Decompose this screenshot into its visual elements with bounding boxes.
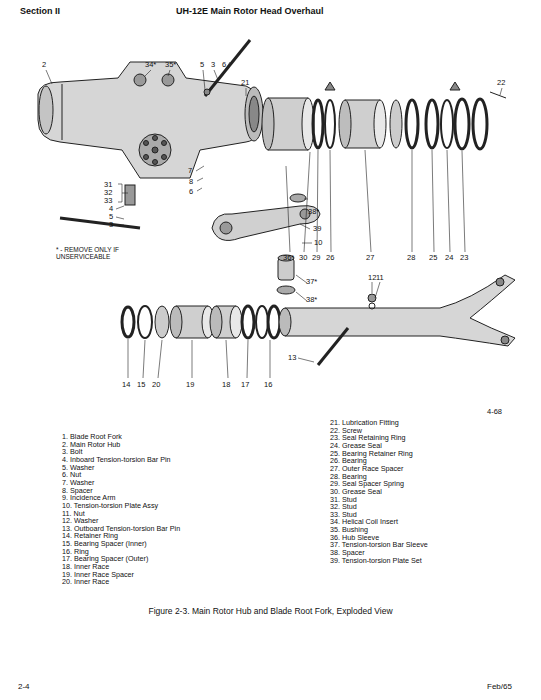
parts-list-entry: 23. Seal Retaining Ring xyxy=(330,434,406,441)
callout-number: 32 xyxy=(104,189,112,197)
figure-caption: Figure 2-3. Main Rotor Hub and Blade Roo… xyxy=(0,607,541,616)
callout-number: 2 xyxy=(42,61,46,69)
parts-list-entry: 22. Screw xyxy=(330,427,362,434)
parts-list-entry: 32. Stud xyxy=(330,503,357,510)
callout-number: 29 xyxy=(312,254,320,262)
callout-number: 38* xyxy=(306,296,317,304)
parts-list-entry: 17. Bearing Spacer (Outer) xyxy=(62,555,148,562)
parts-list-entry: 15. Bearing Spacer (Inner) xyxy=(62,540,147,547)
callout-number: 5 xyxy=(109,213,113,221)
parts-list-entry: 25. Bearing Retainer Ring xyxy=(330,450,413,457)
blade-root-fork xyxy=(285,275,515,346)
parts-list-entry: 26. Bearing xyxy=(330,457,367,464)
parts-list-entry: 18. Inner Race xyxy=(62,563,109,570)
parts-list-entry: 13. Outboard Tension-torsion Bar Pin xyxy=(62,525,180,532)
callout-number: 14 xyxy=(122,381,130,389)
parts-list-entry: 8. Spacer xyxy=(62,487,93,494)
parts-list-entry: 14. Retainer Ring xyxy=(62,532,118,539)
parts-list-entry: 12. Washer xyxy=(62,517,99,524)
callout-number: 16 xyxy=(264,381,272,389)
parts-list-entry: 21. Lubrication Fitting xyxy=(330,419,399,426)
parts-list-entry: 28. Bearing xyxy=(330,473,367,480)
callout-number: 23 xyxy=(460,254,468,262)
callout-number: 28 xyxy=(407,254,415,262)
parts-list-entry: 24. Grease Seal xyxy=(330,442,382,449)
parts-list-entry: 27. Outer Race Spacer xyxy=(330,465,404,472)
callout-number: 35* xyxy=(165,61,176,69)
callout-number: 18 xyxy=(222,381,230,389)
footnote: * - REMOVE ONLY IF UNSERVICEABLE xyxy=(56,246,130,261)
callout-number: 33 xyxy=(104,197,112,205)
callout-number: 39 xyxy=(313,225,321,233)
parts-list-entry: 31. Stud xyxy=(330,496,357,503)
callout-number: 5 xyxy=(200,61,204,69)
parts-list-entry: 19. Inner Race Spacer xyxy=(62,571,134,578)
page-header-title: UH-12E Main Rotor Head Overhaul xyxy=(176,7,324,16)
parts-list-entry: 6. Nut xyxy=(62,471,81,478)
callout-number: 10 xyxy=(314,239,322,247)
callout-number: 36* xyxy=(283,254,294,262)
main-rotor-hub xyxy=(38,62,262,178)
parts-list-entry: 39. Tension-torsion Plate Set xyxy=(330,557,422,564)
parts-list-entry: 1. Blade Root Fork xyxy=(62,433,122,440)
parts-list-entry: 30. Grease Seal xyxy=(330,488,382,495)
parts-list-entry: 35. Bushing xyxy=(330,526,368,533)
callout-number: 21 xyxy=(241,79,249,87)
callout-number: 6 xyxy=(189,188,193,196)
callout-number: 31 xyxy=(104,181,112,189)
parts-list-entry: 37. Tension-torsion Bar Sleeve xyxy=(330,541,428,548)
page-marker: 2-4 xyxy=(18,683,30,691)
callout-number: 24 xyxy=(445,254,453,262)
callout-number: 17 xyxy=(241,381,249,389)
figure-number: 4-68 xyxy=(487,408,502,416)
callout-number: 30 xyxy=(299,254,307,262)
incidence-arm xyxy=(212,206,320,241)
parts-list-entry: 34. Helical Coil Insert xyxy=(330,518,398,525)
callout-number: 19 xyxy=(186,381,194,389)
parts-list-entry: 10. Tension-torsion Plate Assy xyxy=(62,502,158,509)
parts-list-entry: 5. Washer xyxy=(62,464,95,471)
parts-list-entry: 11. Nut xyxy=(62,510,85,517)
parts-list-entry: 3. Bolt xyxy=(62,448,82,455)
callout-number: 11 xyxy=(376,274,384,282)
parts-list-entry: 33. Stud xyxy=(330,511,357,518)
callout-number: 3 xyxy=(211,61,215,69)
callout-number: 34* xyxy=(145,61,156,69)
callout-number: 7 xyxy=(188,167,192,175)
callout-number: 4 xyxy=(109,205,113,213)
callout-number: 37* xyxy=(306,278,317,286)
callout-number: 6 xyxy=(222,61,226,69)
callout-number: 3 xyxy=(109,221,113,229)
parts-list-entry: 9. Incidence Arm xyxy=(62,494,116,501)
parts-list-entry: 16. Ring xyxy=(62,548,89,555)
callout-number: 8 xyxy=(189,178,193,186)
parts-list-entry: 29. Seal Spacer Spring xyxy=(330,480,404,487)
parts-list-entry: 38. Spacer xyxy=(330,549,365,556)
callout-number: 26 xyxy=(326,254,334,262)
callout-number: 22 xyxy=(497,79,505,87)
callout-number: 15 xyxy=(137,381,145,389)
callout-number: 38* xyxy=(308,208,319,216)
page-marker: Feb/65 xyxy=(487,683,512,691)
parts-list-entry: 7. Washer xyxy=(62,479,95,486)
callout-number: 12 xyxy=(368,274,376,282)
parts-list-entry: 2. Main Rotor Hub xyxy=(62,441,120,448)
callout-number: 13 xyxy=(288,354,296,362)
parts-list-entry: 36. Hub Sleeve xyxy=(330,534,379,541)
callout-number: 25 xyxy=(429,254,437,262)
parts-list-entry: 4. Inboard Tension-torsion Bar Pin xyxy=(62,456,171,463)
callout-number: 20 xyxy=(152,381,160,389)
parts-list-entry: 20. Inner Race xyxy=(62,578,109,585)
callout-number: 27 xyxy=(366,254,374,262)
page-marker: Section II xyxy=(20,7,60,16)
